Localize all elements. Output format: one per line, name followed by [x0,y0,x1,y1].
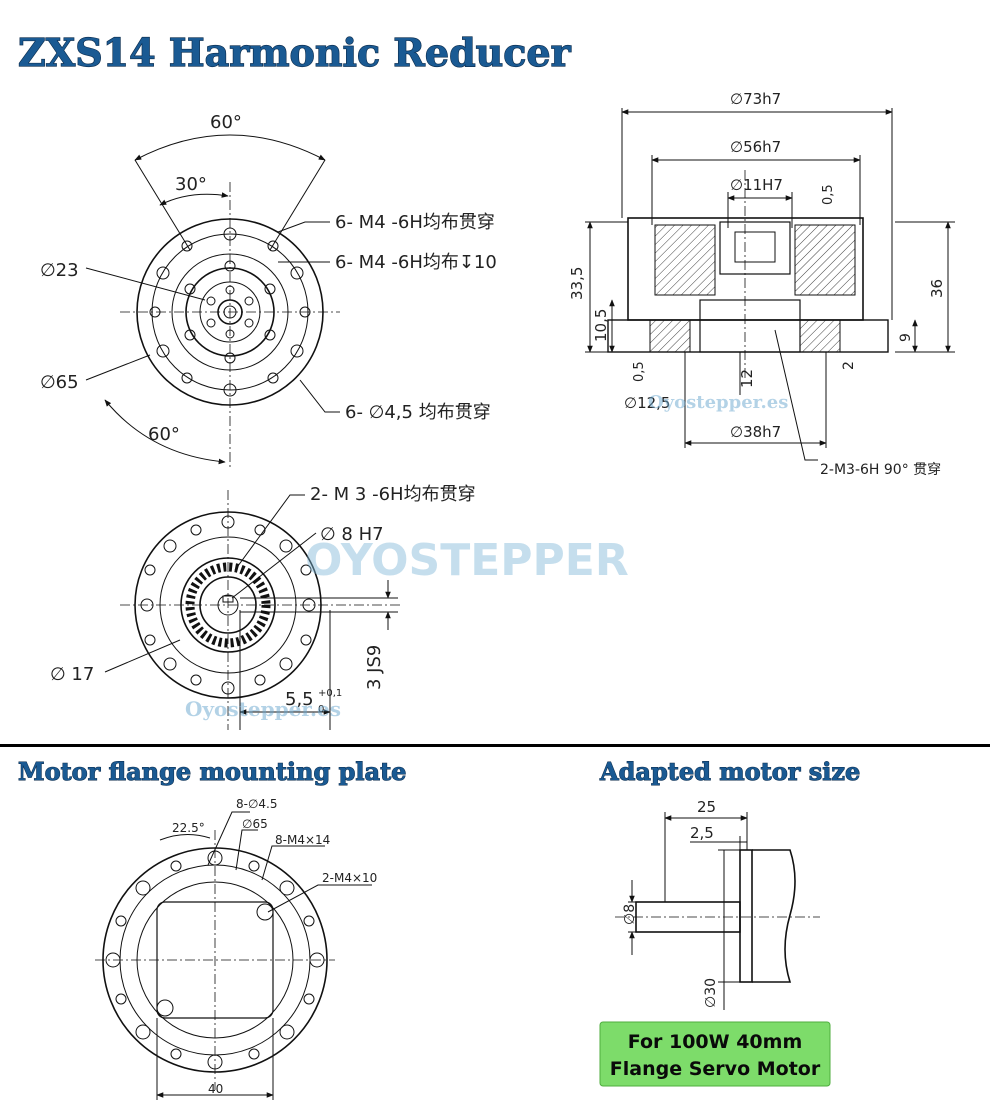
angle-60-top: 60° [210,112,242,133]
motor-shaft-label: ∅8 [622,904,638,925]
flange-width-label: 40 [208,1082,223,1096]
dim-d65: ∅65 [40,372,79,393]
callout-m4-through: 6- M4 -6H均布贯穿 [335,212,495,233]
flange-holes-label: 8-∅4.5 [236,797,278,811]
dim-h9: 9 [898,333,914,342]
dim-h12: 12 [738,369,756,388]
section-view: ∅73h7 ∅56h7 ∅11H7 0,5 33,5 10,5 36 9 2 0… [568,90,955,478]
watermark-url-back: Oyostepper.es [185,697,341,721]
dim-h2: 2 [841,361,857,370]
dim-05-bottom: 0,5 [632,361,647,382]
dim-05-top: 0,5 [821,184,836,205]
flange-m4b-label: 2-M4×10 [322,871,377,885]
dim-d73: ∅73h7 [730,90,781,108]
flange-title: Motor flange mounting plate [18,757,406,786]
back-view: 2- M 3 -6H均布贯穿 ∅ 8 H7 ∅ 17 3 JS9 5,5 +0,… [50,484,476,730]
motor-drawing: 25 2,5 ∅8 ∅30 [615,798,820,1010]
dim-h105: 10,5 [592,309,610,342]
callout-m4-depth: 6- M4 -6H均布↧10 [335,252,497,273]
dim-d23: ∅23 [40,260,79,281]
dim-d8: ∅ 8 H7 [320,524,384,545]
motor-step-label: 2,5 [690,824,714,842]
front-view: 60° 30° 60° ∅23 ∅65 6- M4 -6H均布贯穿 6- M4 … [40,112,497,470]
dim-depth: 5,5 [285,689,314,710]
angle-60-bottom: 60° [148,424,180,445]
flange-plate-drawing: 8-∅4.5 ∅65 8-M4×14 22.5° 2-M4×10 40 [95,797,377,1100]
dim-tol-upper: +0,1 [318,688,342,699]
dim-key-width: 3 JS9 [364,645,385,690]
watermark-url-section: Oyostepper.es [648,392,788,413]
callout-m3-tap: 2-M3-6H 90° 贯穿 [820,462,941,478]
dim-d56: ∅56h7 [730,138,781,156]
flange-angle-label: 22.5° [172,821,205,835]
motor-badge [599,1021,831,1087]
flange-d65-label: ∅65 [242,817,268,831]
dim-d17: ∅ 17 [50,664,94,685]
callout-m3-holes: 2- M 3 -6H均布贯穿 [310,484,476,505]
motor-pilot-label: ∅30 [703,978,719,1008]
callout-d45-through: 6- ∅4,5 均布贯穿 [345,402,491,423]
angle-30: 30° [175,174,207,195]
dim-tol-lower: 0 [318,704,324,715]
motor-title: Adapted motor size [599,757,860,786]
motor-badge-line1: For 100W 40mm [628,1031,803,1053]
dim-h36: 36 [928,279,946,298]
dim-d11: ∅11H7 [730,176,783,194]
dim-d38: ∅38h7 [730,423,781,441]
flange-m4-label: 8-M4×14 [275,833,330,847]
watermark-brand: OYOSTEPPER [305,535,629,586]
motor-badge-line2: Flange Servo Motor [610,1058,821,1080]
dim-h335: 33,5 [568,267,586,300]
motor-len-label: 25 [697,798,716,816]
main-title: ZXS14 Harmonic Reducer [18,30,572,75]
dim-d125: ∅12,5 [624,394,670,412]
section-divider [0,744,990,747]
